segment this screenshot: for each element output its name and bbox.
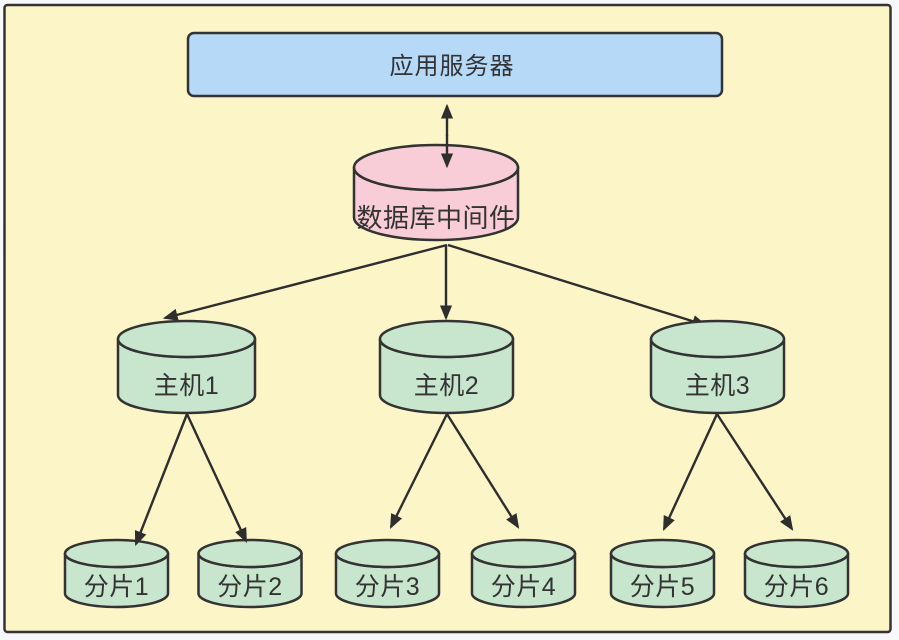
shard-1-cylinder-top	[63, 538, 170, 569]
edge-host-3-shard-5	[662, 413, 719, 532]
host-3-label: 主机3	[685, 372, 750, 400]
host-1-label: 主机1	[154, 372, 219, 400]
shard-2-cylinder-top	[197, 538, 303, 569]
middleware-label: 数据库中间件	[356, 203, 515, 233]
shard-3-node: 分片3	[334, 538, 441, 609]
shard-3-label: 分片3	[355, 573, 420, 601]
shard-5-label: 分片5	[630, 573, 695, 601]
middleware-node: 数据库中间件	[352, 143, 520, 242]
shard-4-cylinder-top	[470, 538, 577, 569]
shard-1-node: 分片1	[63, 538, 170, 609]
edge-host-1-shard-2	[185, 413, 248, 544]
app-server-node: 应用服务器	[186, 31, 724, 98]
host-2-label: 主机2	[414, 372, 479, 400]
shard-3-cylinder-top	[334, 538, 441, 569]
host-2-cylinder-top	[378, 319, 515, 359]
shard-6-label: 分片6	[764, 573, 829, 601]
shard-6-cylinder-top	[743, 538, 850, 569]
edge-host-2-shard-3	[389, 413, 449, 529]
middleware-cylinder-top	[352, 143, 520, 192]
shard-6-node: 分片6	[743, 538, 850, 609]
host-2-node: 主机2	[378, 319, 515, 415]
app-server-box	[186, 31, 724, 98]
edge-middleware-host-1	[162, 243, 448, 321]
host-3-cylinder-top	[649, 319, 786, 359]
shard-5-node: 分片5	[609, 538, 716, 609]
host-3-node: 主机3	[649, 319, 786, 415]
shard-2-label: 分片2	[217, 573, 282, 601]
edge-host-1-shard-1	[134, 413, 189, 547]
shard-1-label: 分片1	[84, 573, 149, 601]
edge-middleware-host-3	[447, 243, 708, 328]
host-1-node: 主机1	[116, 319, 257, 415]
edge-host-2-shard-4	[445, 413, 520, 529]
shard-5-cylinder-top	[609, 538, 716, 569]
app-server-label: 应用服务器	[390, 53, 515, 80]
host-1-cylinder-top	[116, 319, 257, 359]
shard-2-node: 分片2	[197, 538, 303, 609]
edge-host-3-shard-6	[715, 413, 794, 531]
shard-4-node: 分片4	[470, 538, 577, 609]
shard-4-label: 分片4	[491, 573, 556, 601]
